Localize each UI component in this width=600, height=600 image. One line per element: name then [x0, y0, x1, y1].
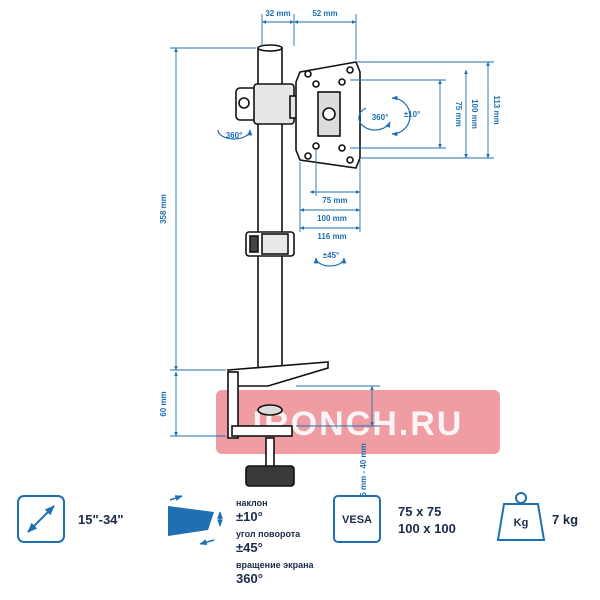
- dim-width-75: 75 mm: [322, 196, 347, 205]
- svg-text:IRONCH.RU: IRONCH.RU: [253, 405, 464, 443]
- vesa-plate: [295, 61, 361, 169]
- screen-size-value: 15"-34": [78, 512, 124, 527]
- dim-vesa-75: 75 mm: [454, 101, 463, 126]
- dim-top-right: 52 mm: [312, 9, 337, 18]
- dim-total-height: 358 mm: [159, 194, 168, 224]
- vesa-icon: VESA: [333, 495, 381, 543]
- vesa-size-2: 100 x 100: [398, 521, 456, 536]
- rotation-plate: 360°: [372, 113, 389, 122]
- dim-width-100: 100 mm: [317, 214, 347, 223]
- rotation-arcs: [217, 95, 411, 267]
- rotate-value: ±45°: [236, 540, 263, 555]
- dim-clamp-range: 5 mm - 40 mm: [359, 443, 368, 496]
- swivel-value: 360°: [236, 571, 263, 586]
- tilt-value: ±10°: [236, 509, 263, 524]
- rotation-plate-tilt: ±10°: [404, 110, 421, 119]
- weight-icon: Kg: [496, 492, 546, 541]
- rotate-label: угол поворота: [236, 529, 301, 539]
- tilt-label: наклон: [236, 498, 268, 508]
- dim-clamp-height: 60 mm: [159, 391, 168, 416]
- clamp: [226, 361, 329, 487]
- weight-value: 7 kg: [552, 512, 579, 527]
- monitor-tilt-icon: [168, 495, 223, 546]
- swivel-label: вращение экрана: [236, 560, 314, 570]
- dim-top-left: 32 mm: [265, 9, 290, 18]
- rotation-arm-swivel: ±45°: [323, 251, 340, 260]
- dim-plate-113: 113 mm: [492, 95, 501, 124]
- dimension-lines: [170, 14, 494, 437]
- arm-collar: [235, 83, 305, 125]
- vesa-size-1: 75 x 75: [398, 504, 442, 519]
- svg-text:VESA: VESA: [342, 514, 372, 526]
- svg-text:Kg: Kg: [514, 517, 529, 529]
- screen-size-icon: [17, 495, 65, 543]
- cable-clip: [245, 231, 295, 257]
- dim-vesa-100: 100 mm: [470, 99, 479, 129]
- dim-width-116: 116 mm: [317, 232, 346, 241]
- rotation-pole-swivel: 360°: [226, 131, 243, 140]
- watermark: IRONCH.RU: [216, 390, 500, 454]
